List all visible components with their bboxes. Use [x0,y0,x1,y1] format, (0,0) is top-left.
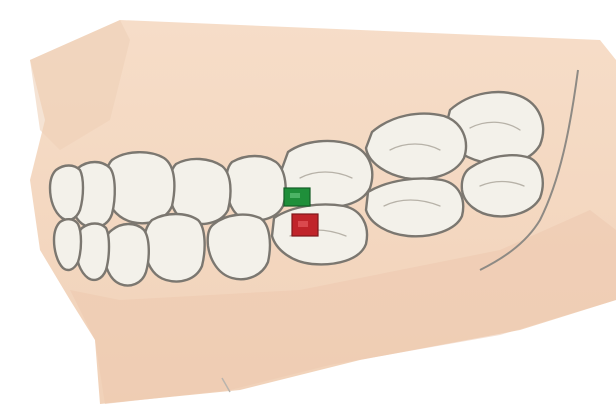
tooth-icon [208,215,270,280]
tooth-icon [227,156,286,220]
tooth-icon [144,214,205,281]
tooth-icon [54,219,81,270]
tooth-icon [50,166,83,220]
upper-marker-highlight [290,193,300,198]
tooth-icon [106,152,174,223]
tooth-icon [272,205,367,265]
lower-marker-highlight [298,221,308,227]
tooth-icon [462,155,543,216]
tooth-icon [366,179,463,237]
tooth-icon [104,224,149,286]
